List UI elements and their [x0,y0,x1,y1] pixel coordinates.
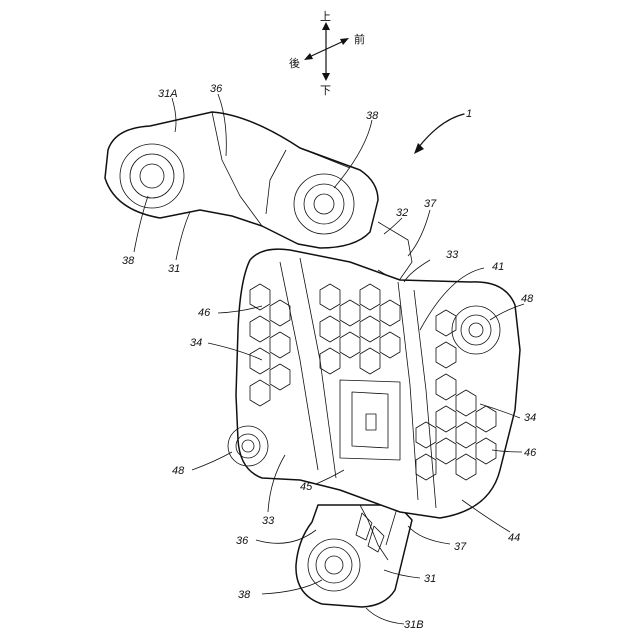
label-34-left: 34 [190,337,202,349]
direction-down-label: 下 [320,84,331,97]
label-37-bottom: 37 [454,541,467,553]
direction-rear-label: 後 [289,56,300,70]
label-38-top: 38 [366,110,379,122]
label-36-bottom: 36 [236,535,249,547]
assembly-arrow [414,114,464,154]
label-36-top: 36 [210,83,223,95]
label-44: 44 [508,532,520,544]
label-32: 32 [396,207,408,219]
label-45: 45 [300,481,313,493]
label-33-bottom: 33 [262,515,275,527]
direction-compass: 上 下 前 後 [289,10,365,97]
lattice-body [228,249,520,518]
direction-front-label: 前 [354,32,365,46]
label-38-left: 38 [122,255,135,267]
label-46-right: 46 [524,447,537,459]
label-31-bottom: 31 [424,573,436,585]
lower-bracket [296,505,412,607]
label-38-bottom: 38 [238,589,251,601]
label-assembly: 1 [466,108,472,120]
label-31-top: 31 [168,263,180,275]
label-46-left: 46 [198,307,211,319]
label-41: 41 [492,261,504,273]
label-33-top: 33 [446,249,459,261]
label-37-top: 37 [424,198,437,210]
direction-up-label: 上 [320,10,331,23]
label-48-right: 48 [521,293,534,305]
label-48-left: 48 [172,465,185,477]
label-34-right: 34 [524,412,536,424]
label-31B: 31B [404,619,424,631]
label-31A: 31A [158,88,178,100]
